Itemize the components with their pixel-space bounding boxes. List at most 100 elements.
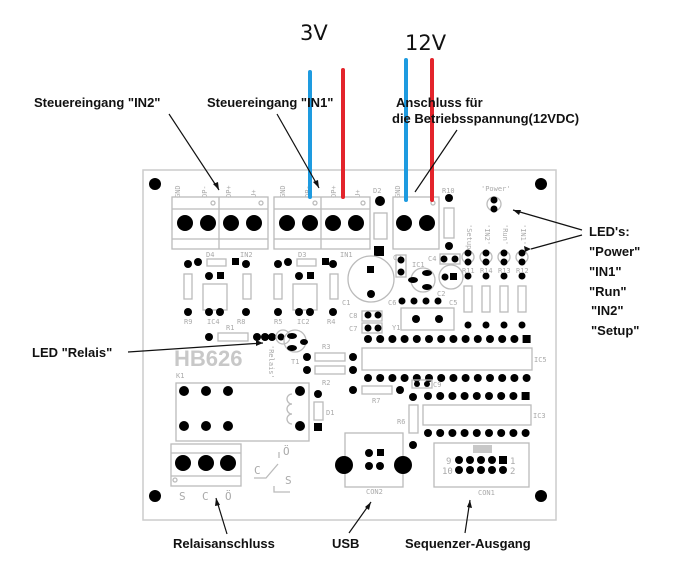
label-r12: R12 [516, 267, 529, 275]
label-k1: K1 [176, 372, 184, 380]
label-led-in2: 'IN2' [483, 224, 491, 245]
svg-text:"Power": "Power" [589, 244, 640, 259]
svg-text:"IN1": "IN1" [589, 264, 622, 279]
ic5-pin [486, 374, 494, 382]
callout-power-line2: die Betriebsspannung(12VDC) [392, 111, 579, 126]
pad [500, 272, 508, 280]
ic5-pin [498, 335, 507, 343]
ic5-pin [376, 335, 385, 343]
label-r5: R5 [274, 318, 282, 326]
con1-pin-label-2: 2 [510, 467, 515, 477]
ic5-pin [376, 374, 385, 382]
ic5-pin [522, 374, 531, 382]
ic5-pin [461, 374, 470, 382]
pad [518, 321, 526, 329]
ic3-pin [497, 429, 506, 437]
terminal-block-in1 [273, 196, 371, 250]
ic3-pin-1 [521, 392, 530, 400]
label-c6: C6 [388, 299, 396, 307]
pad [518, 272, 526, 280]
callout-in2: Steuereingang "IN2" [34, 95, 160, 110]
label-c3: C3 [393, 254, 401, 262]
label-ic3: IC3 [533, 412, 546, 420]
pad [482, 249, 490, 257]
ic3-pin [472, 429, 481, 437]
usb-connector-con2 [335, 432, 412, 488]
pad [464, 272, 472, 280]
label-in2: IN2 [240, 251, 253, 259]
pad [500, 258, 508, 266]
svg-text:U+: U+ [354, 190, 362, 198]
svg-text:GND: GND [174, 185, 182, 198]
pad [464, 321, 472, 329]
label-y1: Y1 [392, 324, 400, 332]
ic5-pin [425, 335, 433, 343]
label-r9: R9 [184, 318, 192, 326]
callout-led-relais: LED "Relais" [32, 345, 112, 360]
label-c7: C7 [349, 325, 357, 333]
label-r11: R11 [462, 267, 475, 275]
resistor-r14 [481, 285, 491, 313]
con1-pin [466, 456, 474, 464]
con1-pin [499, 466, 507, 474]
sequencer-connector-con1 [433, 442, 530, 488]
ic5-pin [412, 374, 421, 382]
pad [464, 258, 472, 266]
ic3-pin [509, 392, 518, 400]
mounting-hole [149, 490, 161, 502]
callout-lines [127, 113, 583, 535]
label-c1: C1 [342, 299, 350, 307]
label-c8: C8 [349, 312, 357, 320]
con1-pin-label-9: 9 [446, 457, 451, 467]
svg-text:"Setup": "Setup" [591, 323, 639, 338]
label-ic4: IC4 [207, 318, 220, 326]
ic5-pin [498, 374, 507, 382]
ic5-pin [486, 335, 494, 343]
label-r4: R4 [327, 318, 335, 326]
diode-d2 [373, 212, 388, 240]
pad [482, 321, 490, 329]
label-d1: D1 [326, 409, 334, 417]
resistor-r13 [499, 285, 509, 313]
label-r2: R2 [322, 379, 330, 387]
con1-pin [477, 466, 485, 474]
svg-text:"Run": "Run" [589, 284, 627, 299]
ic3-pin [436, 392, 445, 400]
terminal-block-power [392, 196, 440, 250]
con1-pin [477, 456, 485, 464]
label-r1: R1 [226, 324, 234, 332]
label-d3: D3 [298, 251, 306, 259]
label-led-run: 'Run' [501, 224, 509, 245]
ic5-pin [510, 335, 519, 343]
ic5-pin [364, 335, 372, 343]
ic5-pin [473, 335, 482, 343]
label-led-power: 'Power' [481, 185, 511, 193]
label-d4: D4 [206, 251, 214, 259]
ic5-pin [437, 335, 446, 343]
ic5-pin [388, 374, 397, 382]
terminal-block-in2 [171, 196, 269, 250]
mounting-hole [535, 178, 547, 190]
ic3-pin [509, 429, 518, 437]
svg-text:C: C [254, 464, 261, 477]
label-ic2: IC2 [297, 318, 310, 326]
optocoupler-ic2 [273, 258, 339, 316]
ic3-pin [497, 392, 506, 400]
label-led-in1: 'IN1' [519, 224, 527, 245]
label-ic5: IC5 [534, 356, 547, 364]
diode-d1 [313, 401, 324, 421]
ic3-pin [460, 429, 469, 437]
con1-pin-1 [499, 456, 507, 464]
con1-pin [455, 466, 463, 474]
resistor-r12 [517, 285, 527, 313]
ic3-pin [485, 392, 493, 400]
svg-text:OP+: OP+ [330, 185, 338, 198]
crystal-y1 [400, 307, 455, 331]
ic5-pin [364, 374, 372, 382]
relay-switch-symbol [254, 452, 290, 493]
label-con2: CON2 [366, 488, 383, 496]
resistor-r11 [463, 285, 473, 313]
svg-text:OP-: OP- [201, 185, 209, 198]
svg-text:"IN2": "IN2" [591, 303, 624, 318]
